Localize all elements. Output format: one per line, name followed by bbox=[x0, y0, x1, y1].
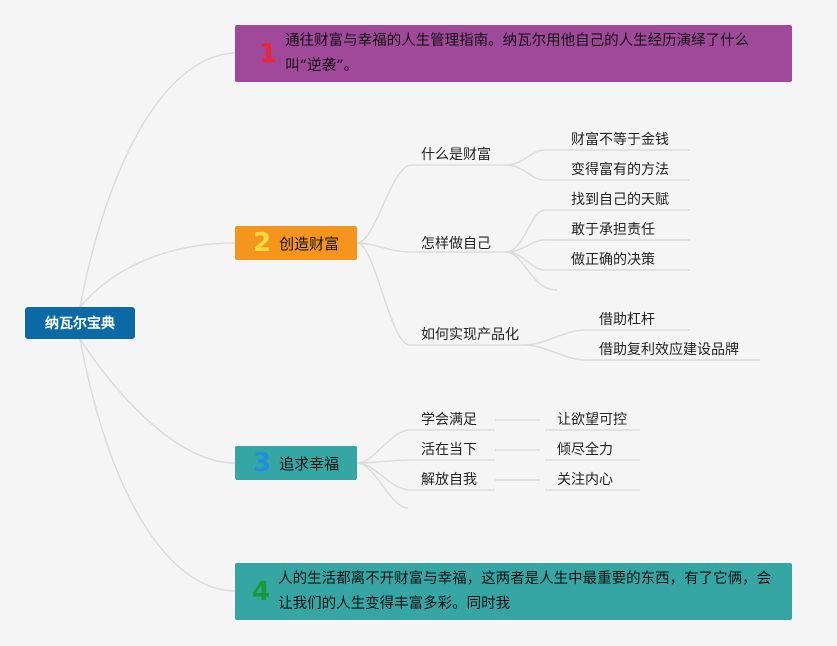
topic-3-number: 3 bbox=[253, 448, 272, 478]
topic-2-text: 创造财富 bbox=[279, 234, 340, 253]
topic-2-number: 2 bbox=[253, 228, 272, 258]
subtopic-be-yourself[interactable]: 怎样做自己 bbox=[421, 236, 491, 252]
leaf-leverage[interactable]: 借助杠杆 bbox=[599, 312, 655, 328]
subtopic-live-present[interactable]: 活在当下 bbox=[421, 442, 477, 458]
leaf-inner-self[interactable]: 关注内心 bbox=[557, 472, 613, 488]
subtopic-contentment[interactable]: 学会满足 bbox=[421, 412, 477, 428]
topic-1-number: 1 bbox=[259, 38, 278, 69]
topic-1-box[interactable]: 1 通往财富与幸福的人生管理指南。纳瓦尔用他自己的人生经历演绎了什么叫“逆袭”。 bbox=[235, 25, 792, 82]
topic-4-number: 4 bbox=[252, 576, 271, 607]
link-root-topic4 bbox=[79, 338, 236, 592]
root-label: 纳瓦尔宝典 bbox=[45, 316, 115, 332]
subtopic-what-is-wealth[interactable]: 什么是财富 bbox=[421, 147, 491, 163]
leaf-take-responsibility[interactable]: 敢于承担责任 bbox=[571, 222, 655, 238]
leaf-control-desire[interactable]: 让欲望可控 bbox=[557, 412, 627, 428]
link-root-topic2 bbox=[79, 242, 236, 308]
topic-4-box[interactable]: 4 人的生活都离不开财富与幸福，这两者是人生中最重要的东西，有了它俩，会让我们的… bbox=[235, 563, 792, 620]
leaf-wealth-not-money[interactable]: 财富不等于金钱 bbox=[571, 132, 669, 148]
topic-3-box[interactable]: 3 追求幸福 bbox=[235, 446, 357, 480]
topic-2-box[interactable]: 2 创造财富 bbox=[235, 226, 357, 260]
root-node[interactable]: 纳瓦尔宝典 bbox=[25, 307, 135, 339]
link-t2-sub3 bbox=[356, 242, 411, 346]
leaf-compound-brand[interactable]: 借助复利效应建设品牌 bbox=[599, 342, 739, 358]
link-t2-sub2 bbox=[356, 242, 411, 253]
leaf-ways-to-get-rich[interactable]: 变得富有的方法 bbox=[571, 162, 669, 178]
subtopic-free-self[interactable]: 解放自我 bbox=[421, 472, 477, 488]
link-t2-sub1 bbox=[356, 164, 411, 244]
leaf-find-talent[interactable]: 找到自己的天赋 bbox=[571, 192, 669, 208]
topic-4-text: 人的生活都离不开财富与幸福，这两者是人生中最重要的东西，有了它俩，会让我们的人生… bbox=[278, 570, 772, 612]
link-root-topic1 bbox=[79, 52, 236, 308]
leaf-right-decisions[interactable]: 做正确的决策 bbox=[571, 252, 655, 268]
topic-3-text: 追求幸福 bbox=[279, 454, 340, 473]
subtopic-productize[interactable]: 如何实现产品化 bbox=[421, 327, 519, 343]
topic-1-text: 通往财富与幸福的人生管理指南。纳瓦尔用他自己的人生经历演绎了什么叫“逆袭”。 bbox=[285, 32, 750, 74]
leaf-all-out[interactable]: 倾尽全力 bbox=[557, 442, 613, 458]
link-root-topic3 bbox=[79, 338, 236, 464]
